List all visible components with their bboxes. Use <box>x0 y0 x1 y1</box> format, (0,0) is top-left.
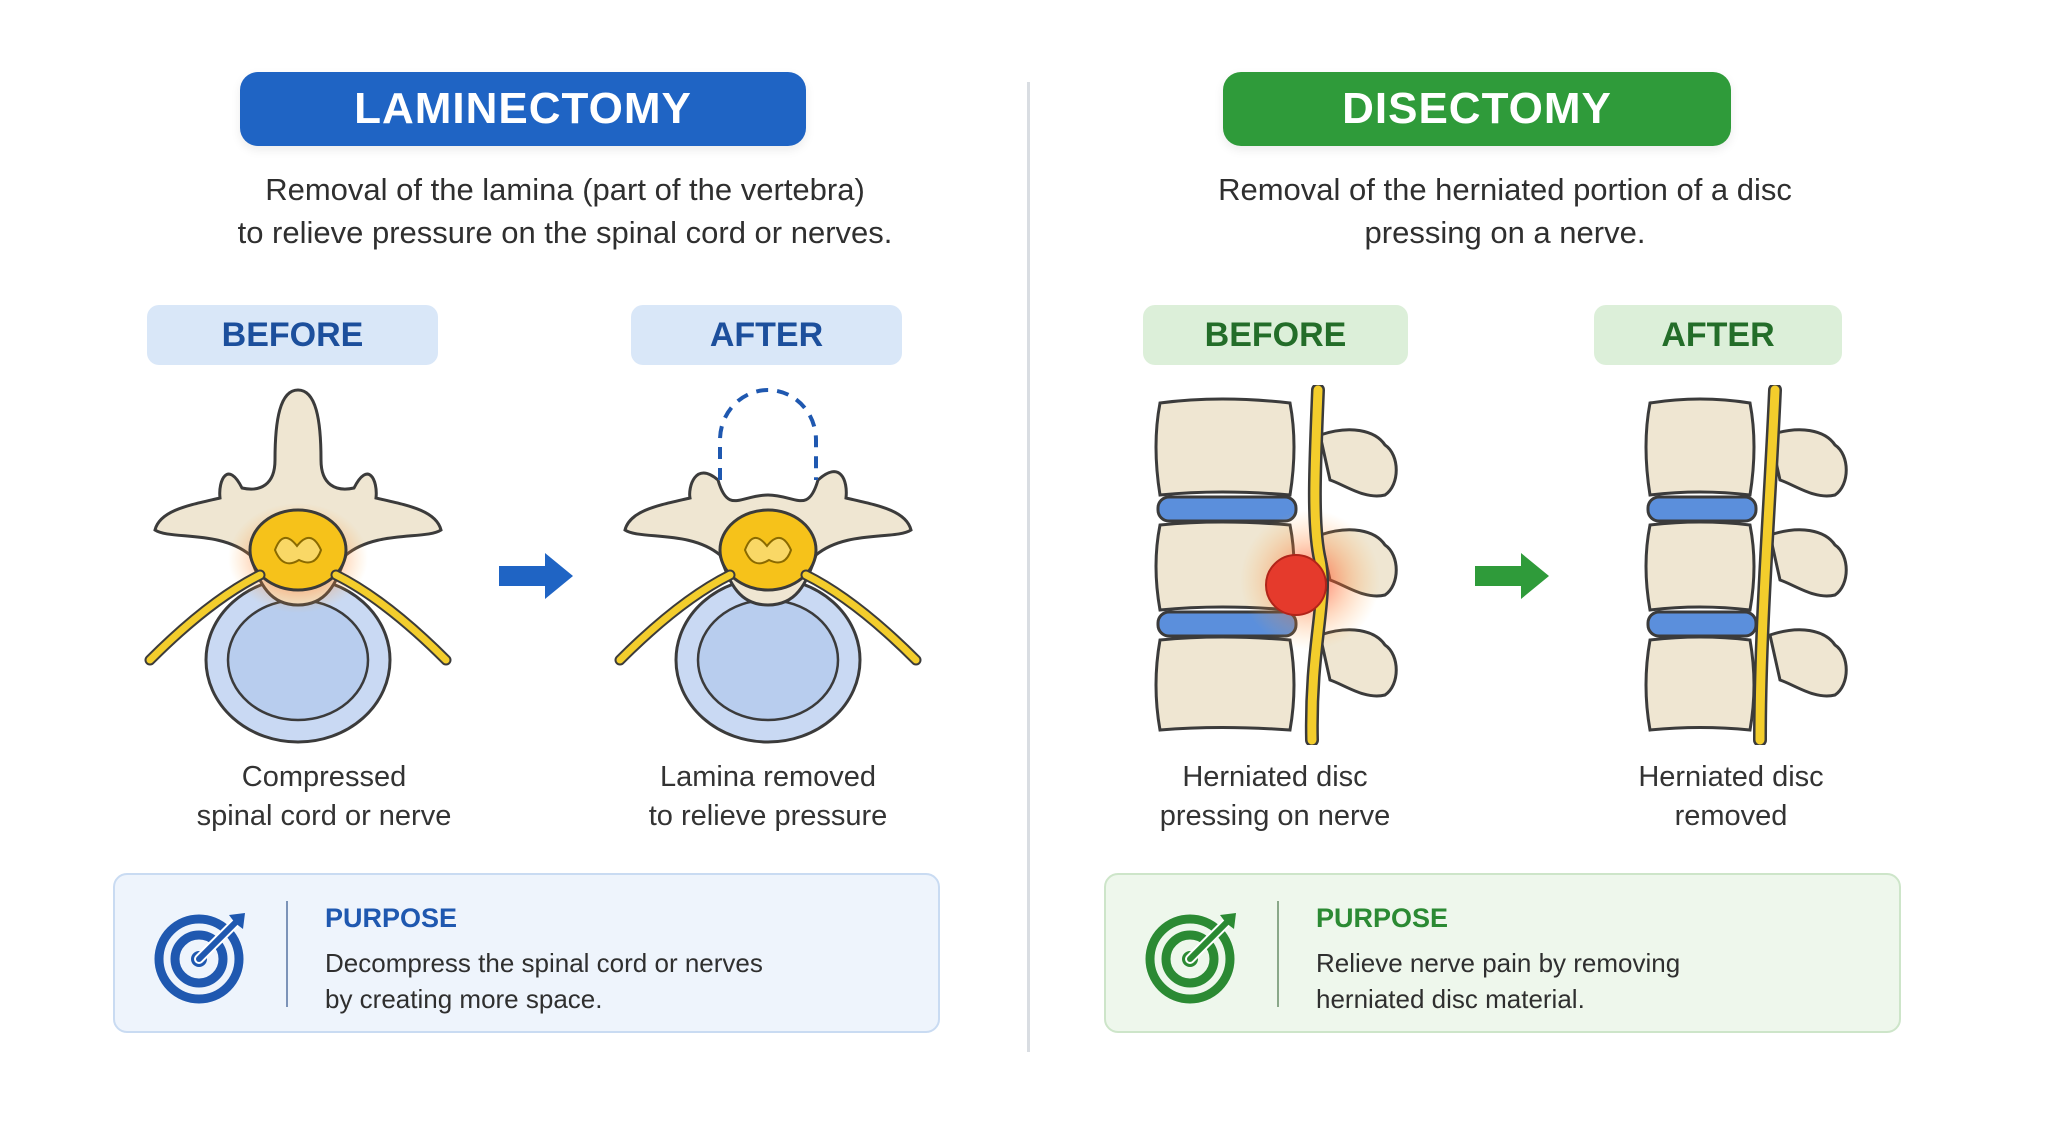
disectomy-description: Removal of the herniated portion of a di… <box>1218 172 1792 250</box>
disectomy-before-tag: BEFORE <box>1143 305 1408 365</box>
laminectomy-purpose-card: PURPOSE Decompress the spinal cord or ne… <box>113 873 940 1033</box>
arrow-right-icon <box>499 553 573 599</box>
disectomy-after-tag: AFTER <box>1594 305 1842 365</box>
laminectomy-description: Removal of the lamina (part of the verte… <box>237 172 893 250</box>
disectomy-before-illustration <box>1154 385 1398 745</box>
purpose-text: Decompress the spinal cord or nerves by … <box>325 948 763 1014</box>
disectomy-panel: DISECTOMY Removal of the herniated porti… <box>1030 0 2030 1133</box>
disectomy-before-caption: Herniated disc pressing on nerve <box>1159 761 1391 832</box>
disectomy-after-caption: Herniated disc removed <box>1638 761 1824 832</box>
laminectomy-before-tag: BEFORE <box>147 305 438 365</box>
target-icon <box>154 913 245 1004</box>
purpose-divider <box>286 901 288 1007</box>
disectomy-purpose-card: PURPOSE Relieve nerve pain by removing h… <box>1104 873 1901 1033</box>
purpose-text: Relieve nerve pain by removing herniated… <box>1316 948 1681 1014</box>
laminectomy-title: LAMINECTOMY <box>240 72 806 146</box>
purpose-divider <box>1277 901 1279 1007</box>
arrow-right-icon <box>1475 553 1549 599</box>
laminectomy-after-illustration <box>614 388 922 744</box>
disectomy-title: DISECTOMY <box>1223 72 1731 146</box>
laminectomy-panel: LAMINECTOMY Removal of the lamina (part … <box>40 0 1040 1133</box>
purpose-title: PURPOSE <box>1316 903 1449 933</box>
laminectomy-before-illustration <box>144 388 452 744</box>
center-divider <box>1027 82 1030 1052</box>
laminectomy-after-caption: Lamina removed to relieve pressure <box>648 761 888 832</box>
laminectomy-after-tag: AFTER <box>631 305 902 365</box>
laminectomy-before-caption: Compressed spinal cord or nerve <box>196 761 452 832</box>
disectomy-after-illustration <box>1644 385 1848 745</box>
purpose-title: PURPOSE <box>325 903 458 933</box>
target-icon <box>1145 913 1236 1004</box>
